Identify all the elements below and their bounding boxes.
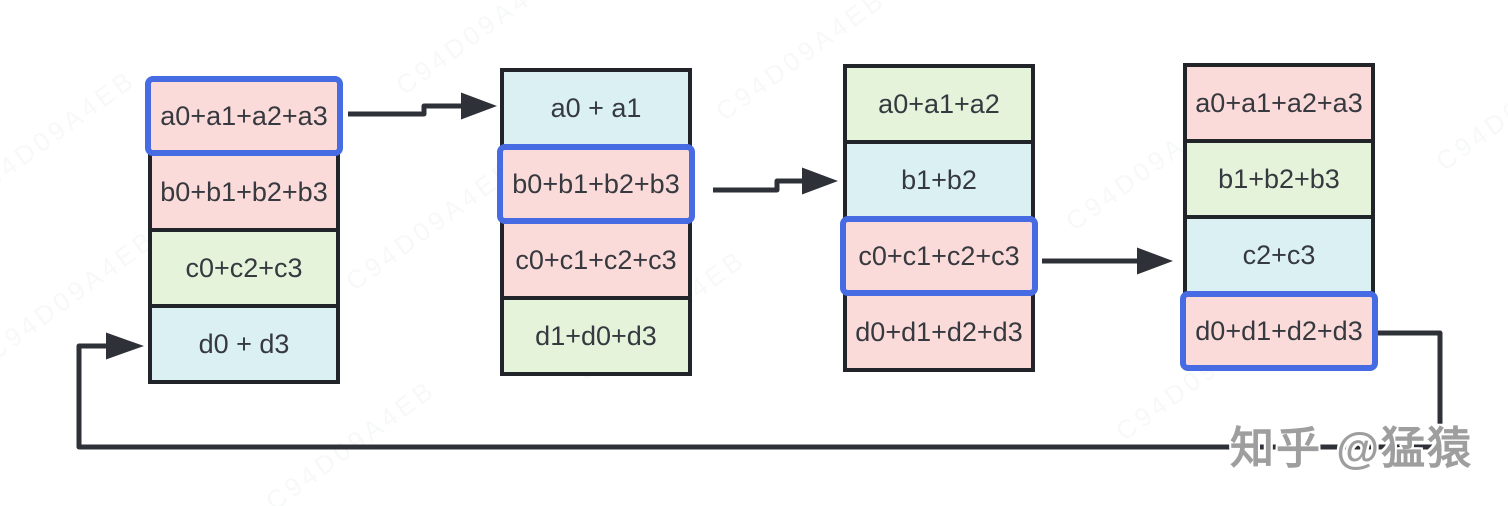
memory-cell: d1+d0+d3 bbox=[500, 296, 692, 376]
arrow-wraparound-d bbox=[76, 330, 1443, 450]
arrowhead bbox=[106, 332, 144, 360]
memory-cell: b0+b1+b2+b3 bbox=[497, 144, 695, 224]
memory-cell: a0+a1+a2+a3 bbox=[145, 76, 343, 156]
memory-cell: a0+a1+a2 bbox=[843, 64, 1035, 144]
memory-cell: b1+b2+b3 bbox=[1183, 139, 1375, 219]
memory-cell: a0+a1+a2+a3 bbox=[1183, 63, 1375, 143]
memory-cell: d0+d1+d2+d3 bbox=[843, 292, 1035, 372]
memory-cell: d0+d1+d2+d3 bbox=[1180, 291, 1378, 371]
arrow-step2-b bbox=[713, 178, 802, 193]
memory-cell: c0+c1+c2+c3 bbox=[500, 220, 692, 300]
zhihu-author-watermark: 知乎 @猛猿 bbox=[1230, 424, 1474, 473]
memory-cell: a0 + a1 bbox=[500, 68, 692, 148]
memory-cell: c0+c2+c3 bbox=[148, 228, 340, 308]
arrowhead bbox=[1137, 247, 1173, 275]
memory-cell: b1+b2 bbox=[843, 140, 1035, 220]
memory-cell: b0+b1+b2+b3 bbox=[148, 152, 340, 232]
memory-cell: d0 + d3 bbox=[148, 304, 340, 384]
arrowhead bbox=[461, 92, 497, 120]
arrow-step1-a bbox=[348, 103, 461, 117]
arrowhead bbox=[802, 167, 838, 195]
memory-cell: c2+c3 bbox=[1183, 215, 1375, 295]
memory-cell: c0+c1+c2+c3 bbox=[840, 216, 1038, 296]
